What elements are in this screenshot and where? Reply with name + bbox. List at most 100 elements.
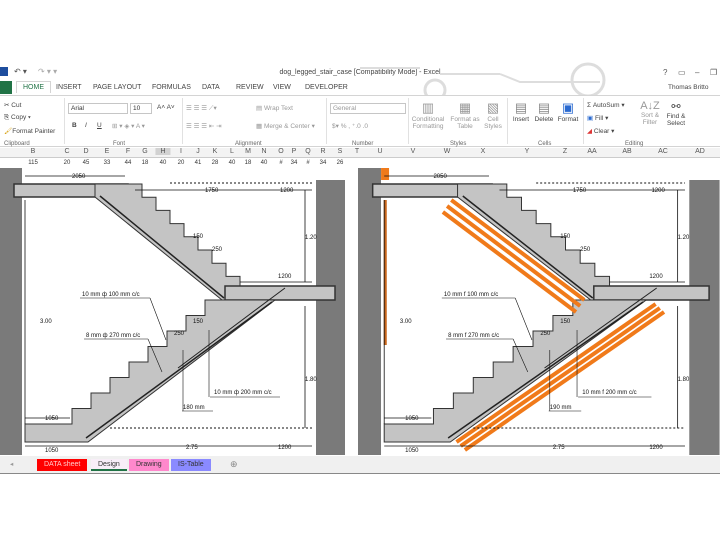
font-size-buttons[interactable]: A˄ A˅ <box>157 104 175 111</box>
cell-value[interactable]: 44 <box>124 160 132 166</box>
help-button[interactable]: ? <box>663 68 668 77</box>
restore-button[interactable]: ❐ <box>710 68 718 77</box>
add-sheet-button[interactable]: ⊕ <box>230 459 238 469</box>
number-format-select[interactable]: General <box>330 103 406 114</box>
column-header-N[interactable]: N <box>261 148 267 155</box>
find-select-button[interactable]: ⚯Find & Select <box>664 100 688 127</box>
column-header-F[interactable]: F <box>125 148 131 155</box>
column-header-M[interactable]: M <box>245 148 251 155</box>
cell-value[interactable]: # <box>306 160 310 166</box>
cell-value[interactable]: 18 <box>141 160 149 166</box>
scroll-sheets-left[interactable]: ◂ <box>10 461 14 468</box>
tab-formulas[interactable]: FORMULAS <box>152 84 191 91</box>
insert-button[interactable]: ▤Insert <box>510 100 532 123</box>
sheet-tab-data-sheet[interactable]: DATA sheet <box>37 459 88 471</box>
bold-button[interactable]: B <box>72 122 77 129</box>
cell-value[interactable]: 20 <box>177 160 185 166</box>
sheet-tab-drawing[interactable]: Drawing <box>129 459 169 471</box>
tab-home[interactable]: HOME <box>16 81 51 93</box>
border-button[interactable]: ⊞ ▾ ◈ ▾ A ▾ <box>112 123 145 130</box>
merge-center-button[interactable]: ▦ Merge & Center ▾ <box>256 123 315 130</box>
delete-button[interactable]: ▤Delete <box>534 100 554 123</box>
cell-value[interactable]: 28 <box>211 160 219 166</box>
user-name[interactable]: Thomas Britto <box>668 84 709 91</box>
column-header-R[interactable]: R <box>320 148 326 155</box>
column-header-T[interactable]: T <box>354 148 360 155</box>
format-button[interactable]: ▣Format <box>557 100 579 123</box>
minimize-button[interactable]: – <box>695 68 700 77</box>
cell-value[interactable]: # <box>279 160 283 166</box>
column-header-Z[interactable]: Z <box>562 148 568 155</box>
format-as-table-button[interactable]: ▦Format as Table <box>450 100 480 130</box>
sheet-tab-is-table[interactable]: IS-Table <box>171 459 211 471</box>
column-header-G[interactable]: G <box>142 148 148 155</box>
column-header-B[interactable]: B <box>30 148 36 155</box>
tab-page-layout[interactable]: PAGE LAYOUT <box>93 84 142 91</box>
cell-value[interactable]: 34 <box>290 160 298 166</box>
clear-button[interactable]: ◢ Clear ▾ <box>587 128 615 135</box>
cell-value[interactable]: 40 <box>159 160 167 166</box>
cut-button[interactable]: ✂ Cut <box>4 102 22 109</box>
column-header-E[interactable]: E <box>104 148 110 155</box>
cell-value[interactable]: 45 <box>82 160 90 166</box>
sheet-tab-design[interactable]: Design <box>91 459 127 471</box>
cell-styles-icon: ▧ <box>486 100 500 115</box>
cell-value[interactable]: 26 <box>336 160 344 166</box>
cell-value[interactable]: 20 <box>63 160 71 166</box>
column-header-P[interactable]: P <box>291 148 297 155</box>
conditional-formatting-button[interactable]: ▥Conditional Formatting <box>411 100 445 130</box>
column-header-S[interactable]: S <box>337 148 343 155</box>
tab-developer[interactable]: DEVELOPER <box>305 84 348 91</box>
autosum-button[interactable]: Σ AutoSum ▾ <box>587 102 625 109</box>
column-header-C[interactable]: C <box>64 148 70 155</box>
column-header-W[interactable]: W <box>443 148 451 155</box>
column-header-AB[interactable]: AB <box>622 148 632 155</box>
column-header-O[interactable]: O <box>278 148 284 155</box>
copy-button[interactable]: ⎘ Copy ▾ <box>4 114 31 121</box>
tab-view[interactable]: VIEW <box>273 84 291 91</box>
cell-styles-button[interactable]: ▧Cell Styles <box>482 100 504 130</box>
cell-value[interactable]: 115 <box>28 160 38 166</box>
save-icon[interactable] <box>0 67 8 76</box>
column-header-I[interactable]: I <box>180 148 182 155</box>
column-header-AD[interactable]: AD <box>695 148 705 155</box>
underline-button[interactable]: U <box>97 122 102 129</box>
column-header-V[interactable]: V <box>410 148 416 155</box>
font-size-select[interactable]: 10 <box>130 103 152 114</box>
column-header-Y[interactable]: Y <box>524 148 530 155</box>
column-header-K[interactable]: K <box>212 148 218 155</box>
tab-insert[interactable]: INSERT <box>56 84 82 91</box>
italic-button[interactable]: I <box>85 122 87 129</box>
number-format-buttons[interactable]: $▾ % , ⁺.0 .0 <box>332 123 368 130</box>
tab-review[interactable]: REVIEW <box>236 84 264 91</box>
column-header-J[interactable]: J <box>196 148 200 155</box>
ribbon-display-button[interactable]: ▭ <box>678 68 686 77</box>
column-header-AC[interactable]: AC <box>658 148 668 155</box>
align-top-buttons[interactable]: ☰ ☰ ☰ ⟋▾ <box>186 105 217 112</box>
column-header-Q[interactable]: Q <box>305 148 311 155</box>
cell-value[interactable]: 33 <box>103 160 111 166</box>
column-header-X[interactable]: X <box>480 148 486 155</box>
cell-value[interactable]: 34 <box>319 160 327 166</box>
column-header-H[interactable]: H <box>155 148 171 155</box>
column-header-D[interactable]: D <box>83 148 89 155</box>
cell-value[interactable]: 18 <box>244 160 252 166</box>
redo-icon[interactable]: ↷ ▾ ▾ <box>38 67 58 76</box>
format-icon: ▣ <box>561 100 575 115</box>
tab-file[interactable] <box>0 81 12 94</box>
wrap-text-button[interactable]: ▤ Wrap Text <box>256 105 293 112</box>
tab-data[interactable]: DATA <box>202 84 220 91</box>
undo-icon[interactable]: ↶ ▾ <box>14 67 27 76</box>
dimension-label-thk: 190 mm <box>550 405 572 411</box>
font-name-select[interactable]: Arial <box>68 103 128 114</box>
cell-value[interactable]: 41 <box>194 160 202 166</box>
cell-value[interactable]: 40 <box>260 160 268 166</box>
column-header-AA[interactable]: AA <box>587 148 597 155</box>
cell-value[interactable]: 40 <box>228 160 236 166</box>
fill-button[interactable]: ▣ Fill ▾ <box>587 115 609 122</box>
align-buttons[interactable]: ☰ ☰ ☰ ⇤ ⇥ <box>186 123 222 130</box>
column-header-L[interactable]: L <box>230 148 234 155</box>
column-header-U[interactable]: U <box>377 148 383 155</box>
format-painter-button[interactable]: 🖌Format Painter <box>4 128 56 135</box>
